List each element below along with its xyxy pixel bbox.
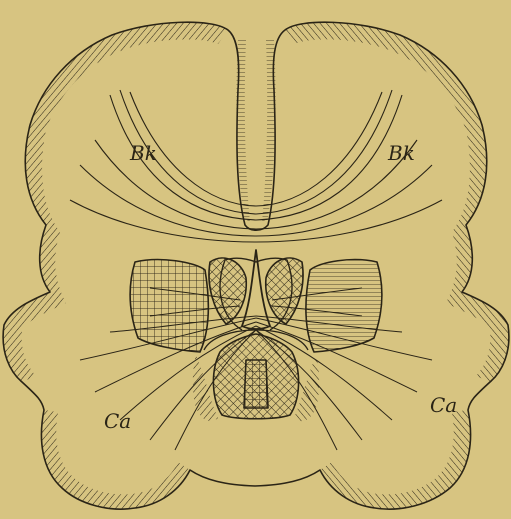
thalamus-right [266, 258, 303, 324]
label-bk-right: Bk [387, 141, 415, 165]
label-ca-right: Ca [430, 393, 457, 417]
label-bk-left: Bk [129, 141, 157, 165]
label-ca-left: Ca [104, 409, 131, 433]
midline-cleft-right [262, 40, 276, 222]
cortex-band-bottom-right [320, 410, 471, 509]
striatum-left [130, 260, 208, 352]
midline-cleft [236, 40, 250, 222]
striatum-right [306, 260, 382, 352]
callosal-fibres [70, 90, 442, 242]
thalamus-left [209, 258, 246, 324]
lower-central-core [244, 360, 268, 408]
section-outline [3, 22, 509, 509]
